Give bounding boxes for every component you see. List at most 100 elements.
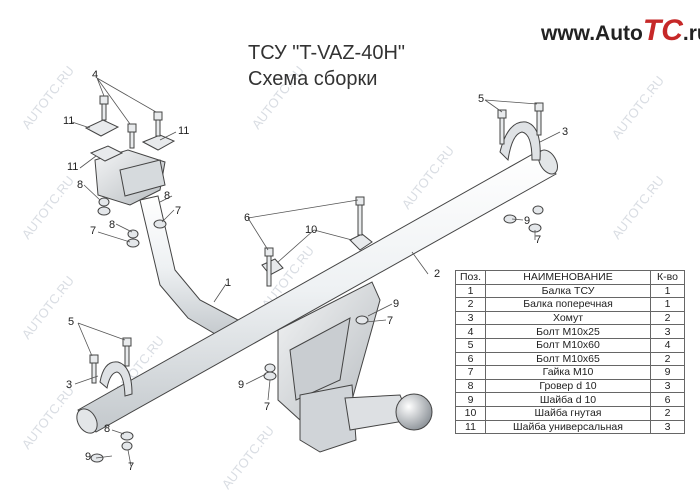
callout: 10 [305, 224, 317, 236]
table-cell: Гайка М10 [485, 365, 651, 380]
column-header: К-во [650, 270, 685, 285]
bolt [99, 95, 109, 105]
callout: 6 [244, 212, 250, 224]
nut [98, 197, 110, 207]
brand-logo: www.AutoTC.ru [541, 14, 700, 47]
center-mount-inner [289, 317, 351, 401]
table-cell: 1 [650, 283, 685, 299]
bolt-shank [91, 362, 97, 384]
washer [263, 371, 277, 381]
tow-ball [395, 393, 433, 431]
bolt [153, 111, 163, 121]
table-cell: Болт М10х25 [485, 324, 651, 339]
diagram-title: ТСУ "T-VAZ-40H" [248, 42, 405, 64]
callout: 9 [85, 451, 91, 463]
table-cell: 8 [455, 378, 486, 394]
left-clamp [99, 361, 133, 397]
bolt [122, 337, 132, 347]
table-cell: 3 [650, 419, 685, 435]
nut [121, 441, 133, 451]
table-cell: 3 [650, 324, 685, 339]
callout: 9 [238, 379, 244, 391]
callout: 9 [393, 298, 399, 310]
table-cell: 2 [650, 405, 685, 421]
hitch-bracket [299, 384, 357, 453]
bolt-shank [155, 119, 161, 137]
table-cell: 5 [455, 337, 486, 353]
washer [97, 206, 111, 216]
drawbar-tube-1 [139, 195, 239, 339]
bolt [264, 247, 274, 257]
table-cell: Болт М10х65 [485, 351, 651, 367]
washer-plate [84, 119, 120, 137]
callout: 11 [178, 125, 189, 137]
table-cell: 6 [455, 351, 486, 367]
washer-plate [141, 134, 176, 151]
nut [264, 363, 276, 373]
callout: 7 [90, 225, 96, 237]
bolt [497, 109, 507, 119]
callout: 7 [128, 461, 134, 473]
right-clamp [499, 121, 541, 162]
table-cell: Шайба гнутая [485, 405, 651, 421]
bolt-shank [101, 103, 107, 121]
callout: 8 [109, 219, 115, 231]
table-cell: 1 [650, 297, 685, 312]
callout: 1 [225, 277, 231, 289]
curved-washer [261, 258, 284, 276]
callout: 11 [67, 161, 78, 173]
callout-labels: 4 11 11 11 8 8 8 7 7 5 3 6 10 1 2 9 7 9 … [63, 69, 568, 473]
cross-beam-end [76, 408, 98, 434]
washer-plate [89, 145, 124, 162]
table-cell: 11 [455, 419, 486, 435]
washer [153, 219, 167, 229]
table-cell: 9 [455, 392, 486, 407]
callout: 11 [63, 115, 74, 127]
table-cell: 2 [650, 310, 685, 326]
callout: 8 [104, 423, 110, 435]
column-header: НАИМЕНОВАНИЕ [485, 270, 651, 285]
bolt-shank [499, 117, 505, 145]
table-cell: Шайба универсальная [485, 419, 651, 435]
callout: 5 [68, 316, 74, 328]
bolt [127, 123, 137, 133]
washer [355, 315, 369, 325]
table-cell: 4 [650, 337, 685, 353]
column-header: Поз. [455, 270, 486, 285]
left-upper-bracket-flange [119, 159, 166, 197]
callout: 7 [387, 315, 393, 327]
table-cell: Шайба d 10 [485, 392, 651, 407]
cross-beam-end [538, 149, 558, 175]
diagram-subtitle: Схема сборки [248, 68, 378, 90]
table-cell: 4 [455, 324, 486, 339]
table-cell: Балка ТСУ [485, 283, 651, 299]
callout: 4 [92, 69, 98, 81]
callout: 5 [478, 93, 484, 105]
bolt-shank [536, 110, 542, 136]
table-cell: Хомут [485, 310, 651, 326]
callout: 3 [66, 379, 72, 391]
table-cell: 2 [455, 297, 486, 312]
callout: 9 [524, 215, 530, 227]
bolt [89, 354, 99, 364]
washer [126, 238, 140, 248]
callout: 2 [434, 268, 440, 280]
table-cell: 3 [455, 310, 486, 326]
callout: 7 [264, 401, 270, 413]
table-cell: 10 [455, 405, 486, 421]
table-header-row: Поз. НАИМЕНОВАНИЕ К-во [455, 270, 685, 285]
table-cell: 7 [455, 365, 486, 380]
nut [127, 229, 139, 239]
table-cell: Болт М10х60 [485, 337, 651, 353]
